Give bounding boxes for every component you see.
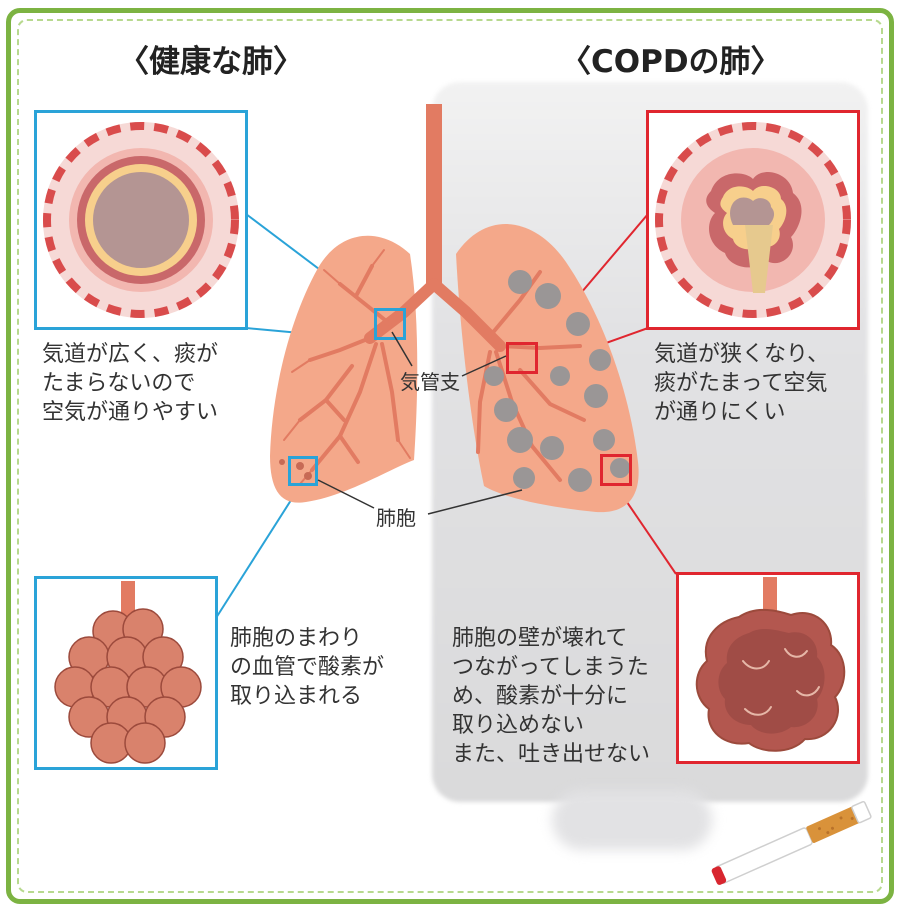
cigarette-icon xyxy=(0,0,904,912)
